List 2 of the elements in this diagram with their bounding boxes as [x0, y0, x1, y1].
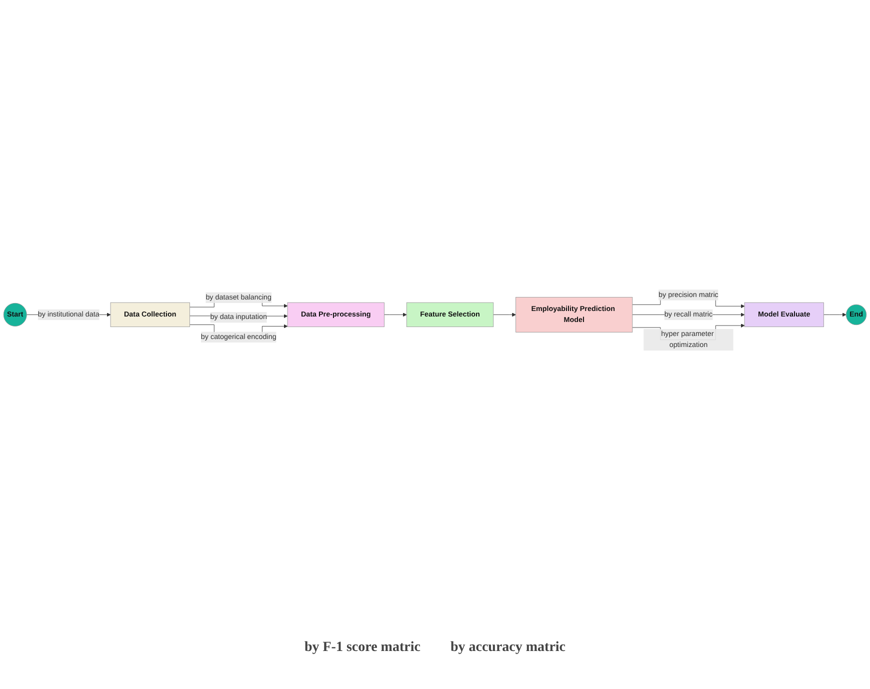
note-text: by F-1 score matric	[304, 640, 420, 656]
note-text: by accuracy matric	[450, 640, 566, 656]
